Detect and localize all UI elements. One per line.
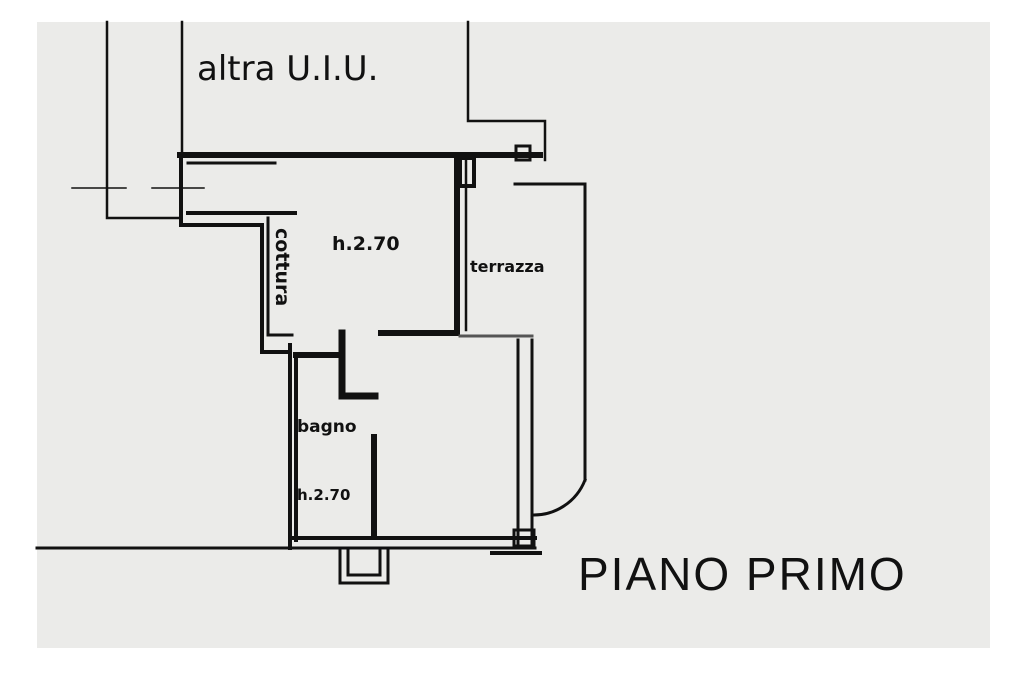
- cottura-counter: [266, 216, 294, 337]
- living-height-label: h.2.70: [332, 233, 400, 255]
- bagno-height-label: h.2.70: [297, 486, 350, 504]
- floor-title: PIANO PRIMO: [578, 548, 907, 600]
- wall-left-upper: [179, 153, 292, 354]
- bagno-label: bagno: [297, 417, 357, 437]
- wall-living-right: [378, 152, 460, 336]
- wall-bagno-l: [338, 329, 379, 400]
- neighbor-wall-right: [466, 20, 547, 162]
- neighbor-label: altra U.I.U.: [197, 49, 378, 89]
- cottura-label: cottura: [271, 228, 293, 306]
- wall-window-right: [516, 338, 534, 547]
- bottom-niche: [338, 546, 390, 585]
- terrazza-label: terrazza: [470, 257, 545, 276]
- neighbor-outline: [105, 20, 182, 220]
- wall-bagno-left: [288, 343, 298, 550]
